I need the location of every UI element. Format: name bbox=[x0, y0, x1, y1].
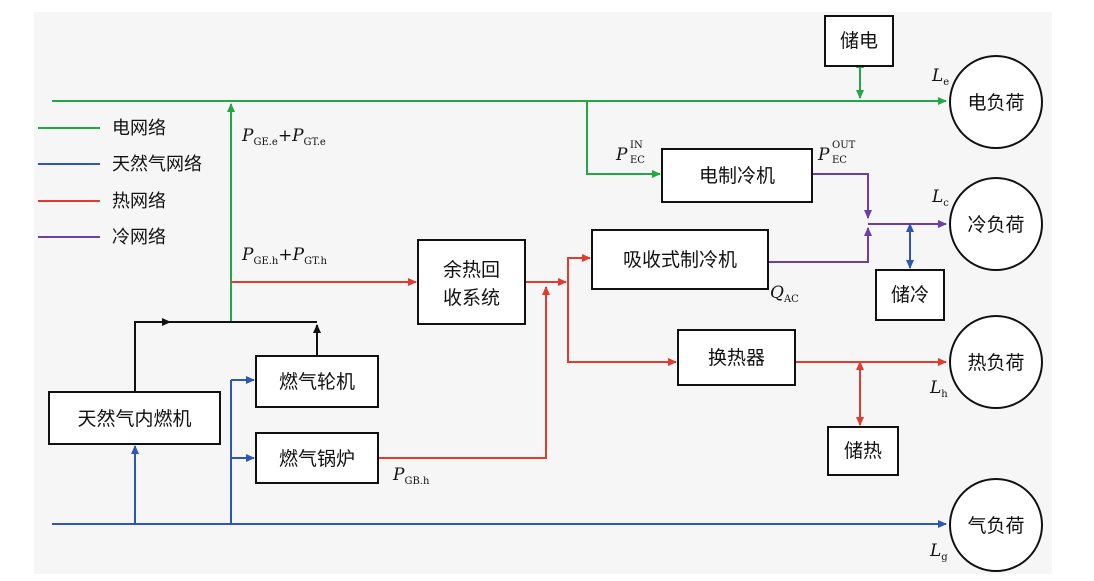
gas-network-lines bbox=[52, 376, 947, 528]
box-labels: 天然气内燃机 燃气轮机 燃气锅炉 余热回 收系统 电制冷机 吸收式制冷机 换热器… bbox=[77, 30, 929, 470]
legend-item-heat: 热网络 bbox=[38, 191, 166, 212]
p-ec-in-sup: IN bbox=[630, 140, 643, 151]
elec-storage-label: 储电 bbox=[840, 30, 878, 52]
heat-storage-box bbox=[827, 426, 899, 476]
p-ec-out-label: P OUT EC bbox=[817, 140, 856, 166]
heat-exchanger-feed-line bbox=[567, 282, 677, 366]
p-ec-in-label: P IN EC bbox=[615, 140, 645, 166]
legend-label: 电网络 bbox=[112, 118, 166, 139]
gas-boiler-box bbox=[255, 432, 379, 484]
cooling-load-label: 冷负荷 bbox=[967, 214, 1024, 236]
legend-label: 冷网络 bbox=[112, 227, 166, 248]
component-boxes bbox=[48, 15, 945, 484]
p-ec-out-sup: OUT bbox=[832, 140, 856, 151]
electric-load-circle bbox=[949, 55, 1043, 149]
p-ec-in-sub: EC bbox=[630, 155, 645, 166]
legend: 电网络 天然气网络 热网络 冷网络 bbox=[38, 118, 202, 248]
q-ac-label: QAC bbox=[770, 283, 799, 305]
load-labels: 电负荷 冷负荷 热负荷 气负荷 bbox=[967, 92, 1024, 537]
p-heat-label: PGE.h+PGT.h bbox=[241, 245, 327, 267]
gas-boiler-label: 燃气锅炉 bbox=[279, 448, 355, 470]
heat-network-lines bbox=[231, 254, 947, 459]
ice-label: 天然气内燃机 bbox=[77, 408, 191, 430]
legend-label: 天然气网络 bbox=[112, 154, 202, 175]
cold-storage-box bbox=[875, 269, 945, 321]
elec-chiller-label: 电制冷机 bbox=[699, 165, 775, 187]
boiler-output-line bbox=[378, 286, 550, 459]
cold-storage-label: 储冷 bbox=[891, 284, 929, 306]
l-e-label: Le bbox=[931, 66, 949, 88]
p-ec-in-symbol: P bbox=[615, 145, 628, 165]
l-c-label: Lc bbox=[931, 187, 949, 209]
abs-chiller-label: 吸收式制冷机 bbox=[623, 249, 737, 271]
load-circles bbox=[949, 55, 1043, 572]
elec-storage-box bbox=[824, 15, 894, 67]
heat-exchanger-box bbox=[677, 329, 796, 386]
l-g-label: Lg bbox=[929, 541, 948, 563]
abs-chiller-box bbox=[591, 229, 769, 290]
gas-turbine-label: 燃气轮机 bbox=[279, 371, 355, 393]
waste-heat-label-line1: 余热回 bbox=[443, 259, 500, 281]
waste-heat-label-line2: 收系统 bbox=[443, 287, 500, 309]
abs-chiller-output-line bbox=[768, 227, 872, 263]
elec-chiller-output-line bbox=[812, 173, 872, 219]
legend-item-electric: 电网络 bbox=[38, 118, 166, 139]
p-ec-out-symbol: P bbox=[817, 145, 830, 165]
cooling-load-circle bbox=[949, 177, 1043, 271]
heat-storage-label: 储热 bbox=[844, 440, 882, 462]
elec-chiller-feed-line bbox=[586, 101, 661, 178]
heat-exchanger-label: 换热器 bbox=[708, 347, 765, 369]
p-elec-label: PGE.e+PGT.e bbox=[241, 126, 326, 148]
electric-load-label: 电负荷 bbox=[967, 92, 1024, 114]
legend-label: 热网络 bbox=[112, 191, 166, 212]
l-h-label: Lh bbox=[929, 378, 948, 400]
heat-load-label: 热负荷 bbox=[967, 352, 1024, 374]
ice-box bbox=[48, 391, 221, 445]
ice-output-line bbox=[134, 318, 171, 392]
gas-load-label: 气负荷 bbox=[967, 515, 1024, 537]
waste-heat-box bbox=[417, 239, 526, 325]
gas-turbine-box bbox=[255, 355, 379, 408]
generator-output-lines bbox=[134, 318, 321, 392]
elec-chiller-box bbox=[661, 148, 813, 203]
heat-load-circle bbox=[949, 315, 1043, 409]
electric-network-lines bbox=[52, 59, 947, 322]
abs-chiller-feed-line bbox=[567, 254, 591, 282]
p-gb-label: PGB.h bbox=[392, 465, 430, 487]
legend-item-cold: 冷网络 bbox=[38, 227, 166, 248]
p-ec-out-sub: EC bbox=[832, 155, 847, 166]
legend-item-gas: 天然气网络 bbox=[38, 154, 202, 175]
gas-load-circle bbox=[949, 478, 1043, 572]
